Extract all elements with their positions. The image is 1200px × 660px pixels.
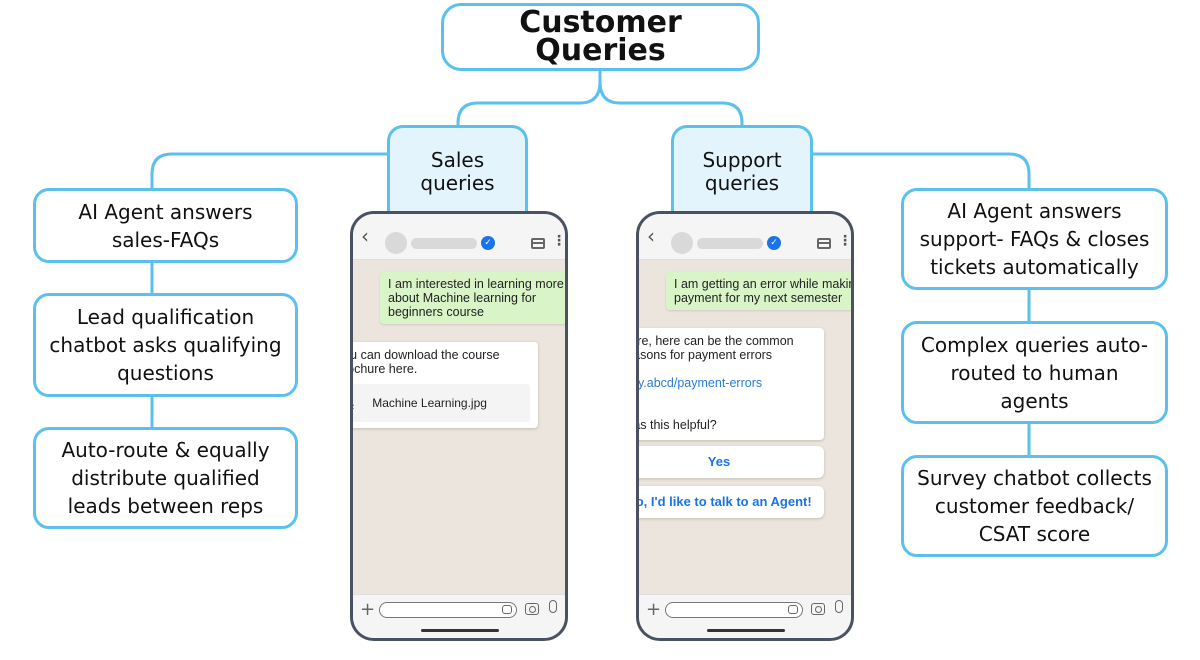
bot-message-bubble: You can download the course brochure her… (350, 342, 538, 428)
camera-icon[interactable] (811, 603, 825, 615)
sales-step-1-box: AI Agent answers sales-FAQs (33, 188, 298, 263)
sales-queries-tab: Sales queries (387, 125, 528, 215)
store-icon[interactable] (531, 238, 545, 249)
sticker-icon[interactable] (788, 605, 798, 614)
sales-step-3-box: Auto-route & equally distribute qualifie… (33, 427, 298, 529)
support-step-3-text: Survey chatbot collects customer feedbac… (917, 466, 1152, 546)
user-message-bubble: I am getting an error while making payme… (666, 272, 854, 310)
user-message-text: I am getting an error while making payme… (674, 277, 854, 305)
plus-icon[interactable]: + (646, 599, 662, 620)
bot-message-text: Sure, here can be the common reasons for… (636, 334, 794, 362)
avatar (385, 232, 407, 254)
contact-name-placeholder (411, 238, 477, 249)
sales-phone-mockup: ‹ ✓ ⋮ I am interested in learning more a… (350, 211, 568, 641)
user-message-text: I am interested in learning more about M… (388, 277, 564, 319)
chat-header: ‹ ✓ ⋮ (639, 214, 851, 260)
sticker-icon[interactable] (502, 605, 512, 614)
message-input[interactable] (379, 602, 517, 618)
kebab-menu-icon[interactable]: ⋮ (552, 233, 566, 249)
home-indicator (707, 629, 785, 632)
microphone-icon[interactable] (835, 600, 843, 613)
plus-icon[interactable]: + (360, 599, 376, 620)
bot-message-bubble: Sure, here can be the common reasons for… (636, 328, 824, 440)
chat-composer: + (639, 594, 851, 638)
yes-reply-button[interactable]: Yes (639, 446, 824, 478)
attachment-name: Machine Learning.jpg (372, 396, 487, 410)
support-step-1-box: AI Agent answers support- FAQs & closes … (901, 188, 1168, 290)
sales-queries-label: Sales queries (420, 147, 495, 195)
sales-step-1-text: AI Agent answers sales-FAQs (78, 199, 253, 252)
contact-name-placeholder (697, 238, 763, 249)
support-step-2-box: Complex queries auto-routed to human age… (901, 321, 1168, 424)
sales-step-2-box: Lead qualification chatbot asks qualifyi… (33, 293, 298, 397)
chevron-left-icon[interactable]: ‹ (361, 224, 369, 248)
user-message-bubble: I am interested in learning more about M… (380, 272, 565, 324)
payment-errors-link[interactable]: bitly.abcd/payment-errors (636, 376, 763, 390)
message-input[interactable] (665, 602, 803, 618)
chat-header: ‹ ✓ ⋮ (353, 214, 565, 260)
chevron-left-icon[interactable]: ‹ (647, 224, 655, 248)
kebab-menu-icon[interactable]: ⋮ (838, 233, 852, 249)
support-queries-tab: Support queries (671, 125, 813, 215)
home-indicator (421, 629, 499, 632)
sales-step-3-text: Auto-route & equally distribute qualifie… (61, 438, 270, 518)
support-phone-mockup: ‹ ✓ ⋮ I am getting an error while making… (636, 211, 854, 641)
bot-message-text: You can download the course brochure her… (350, 348, 500, 376)
attachment-file[interactable]: ⤓ Machine Learning.jpg (353, 384, 530, 422)
sales-step-2-text: Lead qualification chatbot asks qualifyi… (49, 305, 282, 385)
verified-badge-icon: ✓ (767, 236, 781, 250)
camera-icon[interactable] (525, 603, 539, 615)
support-step-3-box: Survey chatbot collects customer feedbac… (901, 455, 1168, 557)
avatar (671, 232, 693, 254)
support-queries-label: Support queries (702, 147, 782, 195)
verified-badge-icon: ✓ (481, 236, 495, 250)
title-text: Customer Queries (519, 5, 682, 68)
store-icon[interactable] (817, 238, 831, 249)
microphone-icon[interactable] (549, 600, 557, 613)
support-step-2-text: Complex queries auto-routed to human age… (920, 332, 1149, 413)
chat-composer: + (353, 594, 565, 638)
talk-to-agent-button[interactable]: No, I'd like to talk to an Agent! (639, 486, 824, 518)
helpful-question: Was this helpful? (639, 418, 717, 432)
title-box: Customer Queries (441, 3, 760, 71)
support-step-1-text: AI Agent answers support- FAQs & closes … (919, 199, 1150, 279)
download-icon[interactable]: ⤓ (353, 396, 354, 410)
